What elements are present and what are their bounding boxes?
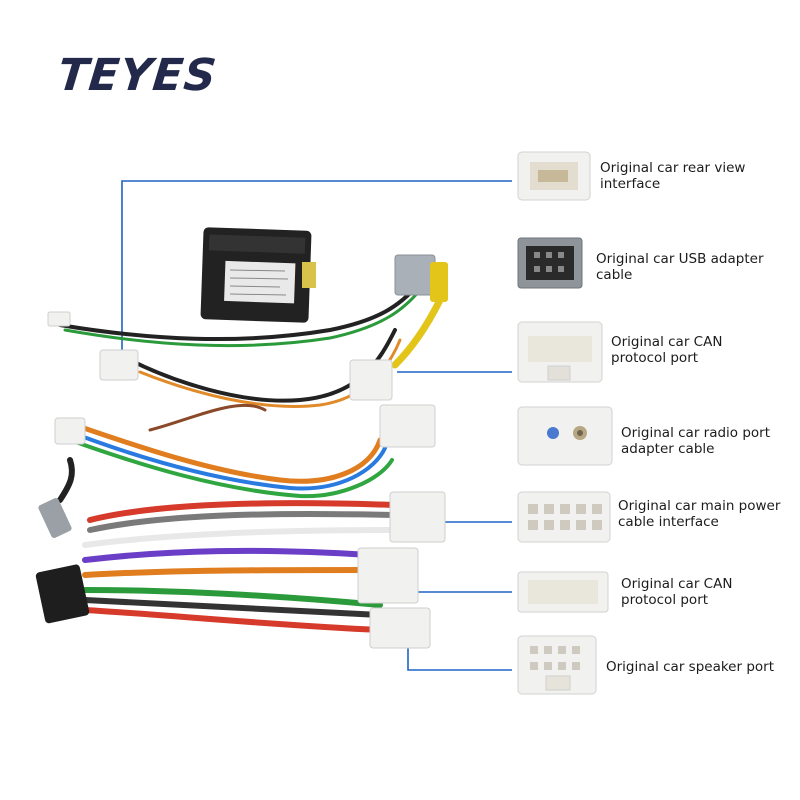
usb-adapter-connector-icon	[517, 237, 583, 289]
harness-connectors	[35, 254, 448, 649]
radio-port-connector-icon	[517, 406, 613, 466]
harness-wires	[57, 283, 444, 633]
rear-view-port-label: Original car rear view interface	[600, 160, 746, 192]
canbox-module	[200, 227, 316, 323]
radio-port-label: Original car radio port adapter cable	[621, 425, 771, 457]
rear-view-connector-icon	[517, 151, 591, 201]
speaker-connector-icon	[517, 635, 597, 695]
usb-adapter-port-label: Original car USB adapter cable	[596, 251, 764, 283]
can-connector-icon	[517, 321, 603, 383]
main-power-port-label: Original car main power cable interface	[618, 498, 781, 530]
can-connector-2-icon	[517, 571, 609, 613]
callout-lines	[121, 180, 512, 671]
main-power-connector-icon	[517, 491, 611, 543]
can-protocol-port-2-label: Original car CAN protocol port	[621, 576, 733, 608]
can-protocol-port-label: Original car CAN protocol port	[611, 334, 723, 366]
speaker-port-label: Original car speaker port	[606, 659, 774, 675]
